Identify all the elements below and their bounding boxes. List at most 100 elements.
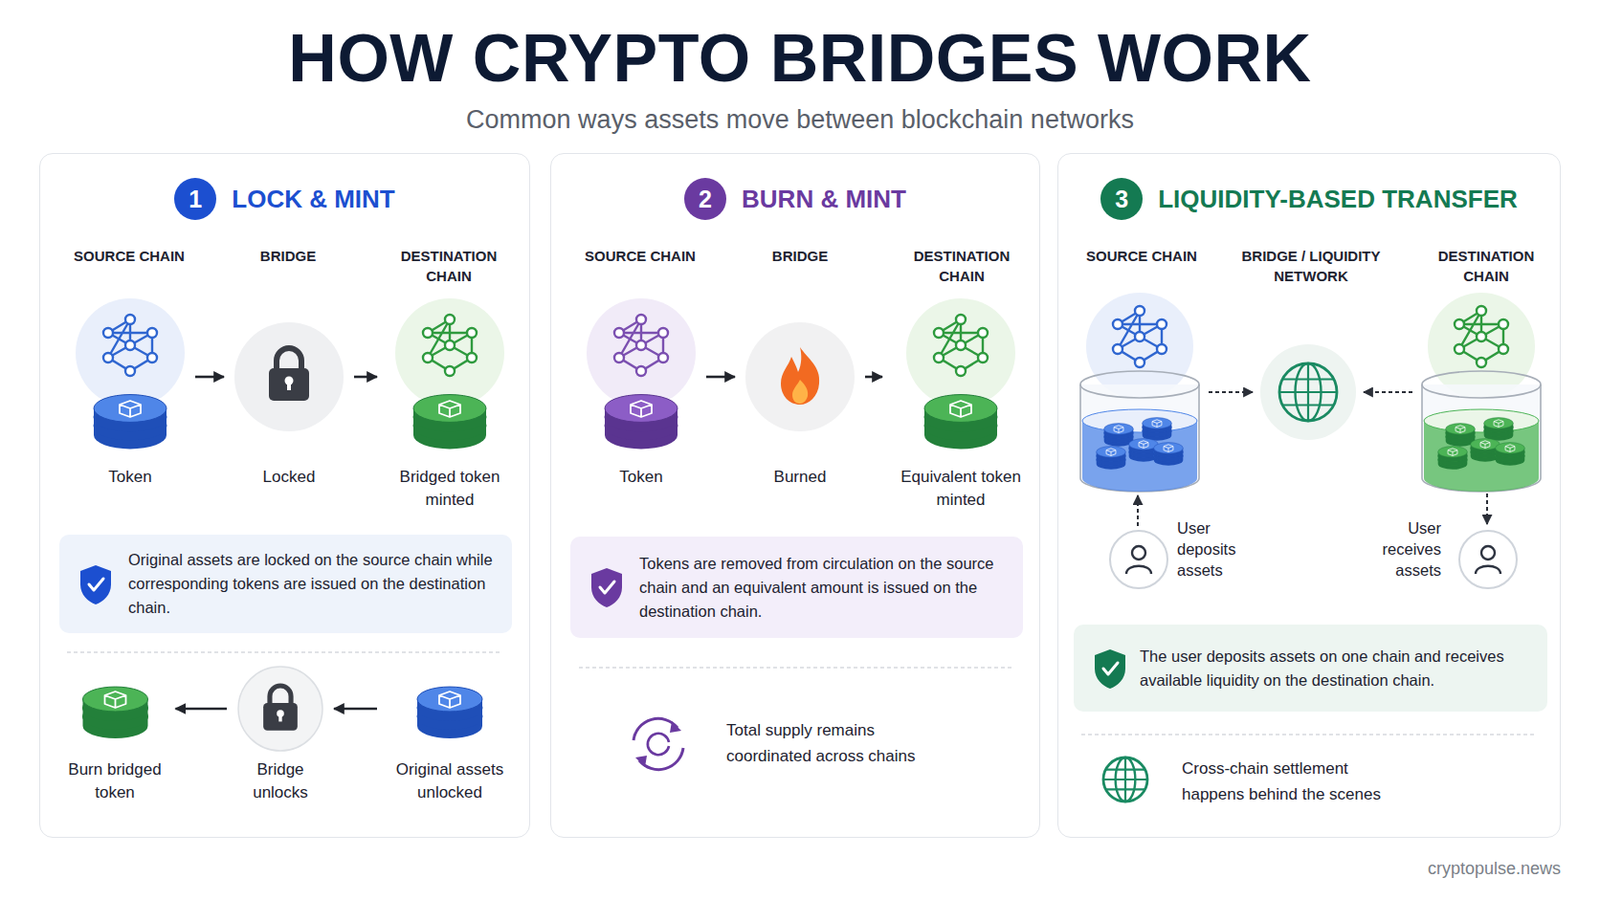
watermark: cryptopulse.news bbox=[1359, 857, 1561, 882]
dashed-arrow bbox=[1208, 391, 1253, 394]
token-coin bbox=[924, 395, 998, 450]
flame-icon bbox=[780, 347, 820, 405]
step-label: Original assets unlocked bbox=[382, 670, 517, 805]
chain-halo bbox=[906, 298, 1016, 408]
chain-network-icon bbox=[614, 314, 668, 377]
lock-icon bbox=[263, 686, 298, 732]
footer-note: Total supply remains coordinated across … bbox=[726, 717, 945, 770]
panel-card: 2 BURN & MINT Token BurnedEquivalent token … bbox=[550, 153, 1041, 839]
info-text: Tokens are removed from circulation on t… bbox=[639, 552, 1008, 624]
token-coin bbox=[93, 395, 167, 450]
flow-arrow bbox=[865, 376, 883, 379]
chain-network-icon bbox=[422, 314, 477, 377]
dashed-arrow bbox=[1486, 493, 1489, 525]
panel-title: LOCK & MINT bbox=[231, 184, 395, 215]
shield-check-icon bbox=[76, 562, 115, 607]
step-icon: Locked bbox=[229, 288, 349, 489]
lock-icon bbox=[268, 348, 310, 401]
network-globe bbox=[1260, 344, 1356, 441]
step-icon: Token bbox=[581, 288, 701, 489]
step-icon: Bridge unlocks bbox=[232, 670, 329, 805]
info-text: The user deposits assets on one chain an… bbox=[1139, 644, 1533, 693]
divider bbox=[578, 666, 1015, 668]
shield-check-icon bbox=[587, 565, 626, 610]
settlement-globe-icon bbox=[1103, 757, 1148, 802]
liquidity-pool bbox=[1422, 292, 1541, 492]
token-coin bbox=[604, 395, 678, 450]
dashed-arrow bbox=[1136, 495, 1139, 527]
page-title: HOW CRYPTO BRIDGES WORK bbox=[0, 20, 1600, 97]
step-label: Equivalent token minted bbox=[888, 288, 1034, 512]
flow-arrow bbox=[176, 708, 228, 712]
step-icon: Burned bbox=[740, 288, 860, 489]
step-label: Token bbox=[581, 288, 701, 489]
step-icon: Bridged token minted bbox=[382, 288, 517, 512]
step-icon: Token bbox=[70, 288, 190, 489]
shield-check-icon bbox=[1090, 646, 1130, 691]
step-icon: Equivalent token minted bbox=[888, 288, 1034, 512]
token-coin bbox=[413, 395, 487, 450]
column-header: SOURCE CHAIN bbox=[1069, 245, 1214, 267]
panel-card: 3 LIQUIDITY-BASED TRANSFER User deposits a… bbox=[1057, 153, 1561, 839]
panel-card: 1 LOCK & MINT Token Locked Bridged token min… bbox=[39, 153, 531, 839]
panel-heading: 1 LOCK & MINT bbox=[40, 177, 530, 222]
step-illustration bbox=[229, 288, 349, 461]
step-label: Locked bbox=[229, 288, 349, 489]
step-number: 3 bbox=[1100, 177, 1143, 221]
chain-halo bbox=[586, 298, 696, 408]
column-header: DESTINATION CHAIN bbox=[906, 245, 1018, 287]
step-icon: Original assets unlocked bbox=[382, 670, 517, 805]
chain-network-icon bbox=[103, 314, 157, 377]
user-figure: User receives assets bbox=[1364, 517, 1518, 591]
step-illustration bbox=[382, 288, 517, 461]
column-header: SOURCE CHAIN bbox=[568, 245, 712, 267]
column-header: BRIDGE / LIQUIDITY NETWORK bbox=[1235, 245, 1387, 287]
footer-note: Cross-chain settlement happens behind th… bbox=[1181, 755, 1410, 808]
panel-title: LIQUIDITY-BASED TRANSFER bbox=[1157, 184, 1518, 215]
panel-heading: 2 BURN & MINT bbox=[551, 177, 1040, 222]
user-figure: User deposits assets bbox=[1108, 517, 1267, 591]
step-illustration bbox=[888, 288, 1034, 461]
step-number: 1 bbox=[174, 177, 217, 221]
bridge-circle bbox=[745, 322, 855, 432]
user-label: User receives assets bbox=[1364, 517, 1442, 581]
flow-arrow bbox=[333, 708, 378, 712]
step-label: Burn bridged token bbox=[60, 670, 171, 805]
flow-arrow bbox=[195, 376, 224, 379]
step-label: Bridged token minted bbox=[382, 288, 517, 512]
step-illustration bbox=[382, 670, 517, 844]
panel-title: BURN & MINT bbox=[741, 184, 907, 215]
info-text: Original assets are locked on the source… bbox=[128, 548, 497, 621]
step-number: 2 bbox=[684, 177, 727, 221]
divider bbox=[66, 651, 503, 653]
bridge-circle bbox=[234, 322, 344, 432]
token-coin bbox=[417, 687, 483, 739]
step-label: Token bbox=[70, 288, 190, 489]
step-illustration bbox=[70, 288, 190, 461]
info-box: Original assets are locked on the source… bbox=[59, 534, 512, 634]
divider bbox=[1081, 733, 1536, 735]
step-illustration bbox=[232, 670, 329, 844]
step-illustration bbox=[740, 288, 860, 461]
chain-halo bbox=[75, 298, 185, 408]
flow-arrow bbox=[354, 376, 378, 379]
column-header: BRIDGE bbox=[728, 245, 872, 267]
subtitle: Common ways assets move between blockcha… bbox=[321, 101, 1279, 138]
liquidity-pool bbox=[1080, 292, 1200, 492]
step-icon: Burn bridged token bbox=[60, 670, 171, 805]
step-illustration bbox=[60, 670, 171, 844]
user-label: User deposits assets bbox=[1177, 517, 1264, 581]
column-header: DESTINATION CHAIN bbox=[393, 245, 505, 287]
panel-heading: 3 LIQUIDITY-BASED TRANSFER bbox=[1058, 177, 1560, 222]
column-header: BRIDGE bbox=[216, 245, 360, 267]
chain-network-icon bbox=[933, 314, 988, 377]
info-box: The user deposits assets on one chain an… bbox=[1073, 624, 1548, 712]
column-header: DESTINATION CHAIN bbox=[1430, 245, 1542, 287]
dashed-arrow bbox=[1363, 391, 1413, 394]
bridge-circle bbox=[238, 666, 323, 752]
token-coin bbox=[82, 687, 148, 739]
step-label: Burned bbox=[740, 288, 860, 489]
chain-halo bbox=[395, 298, 505, 408]
info-box: Tokens are removed from circulation on t… bbox=[570, 536, 1023, 639]
column-header: SOURCE CHAIN bbox=[57, 245, 201, 267]
